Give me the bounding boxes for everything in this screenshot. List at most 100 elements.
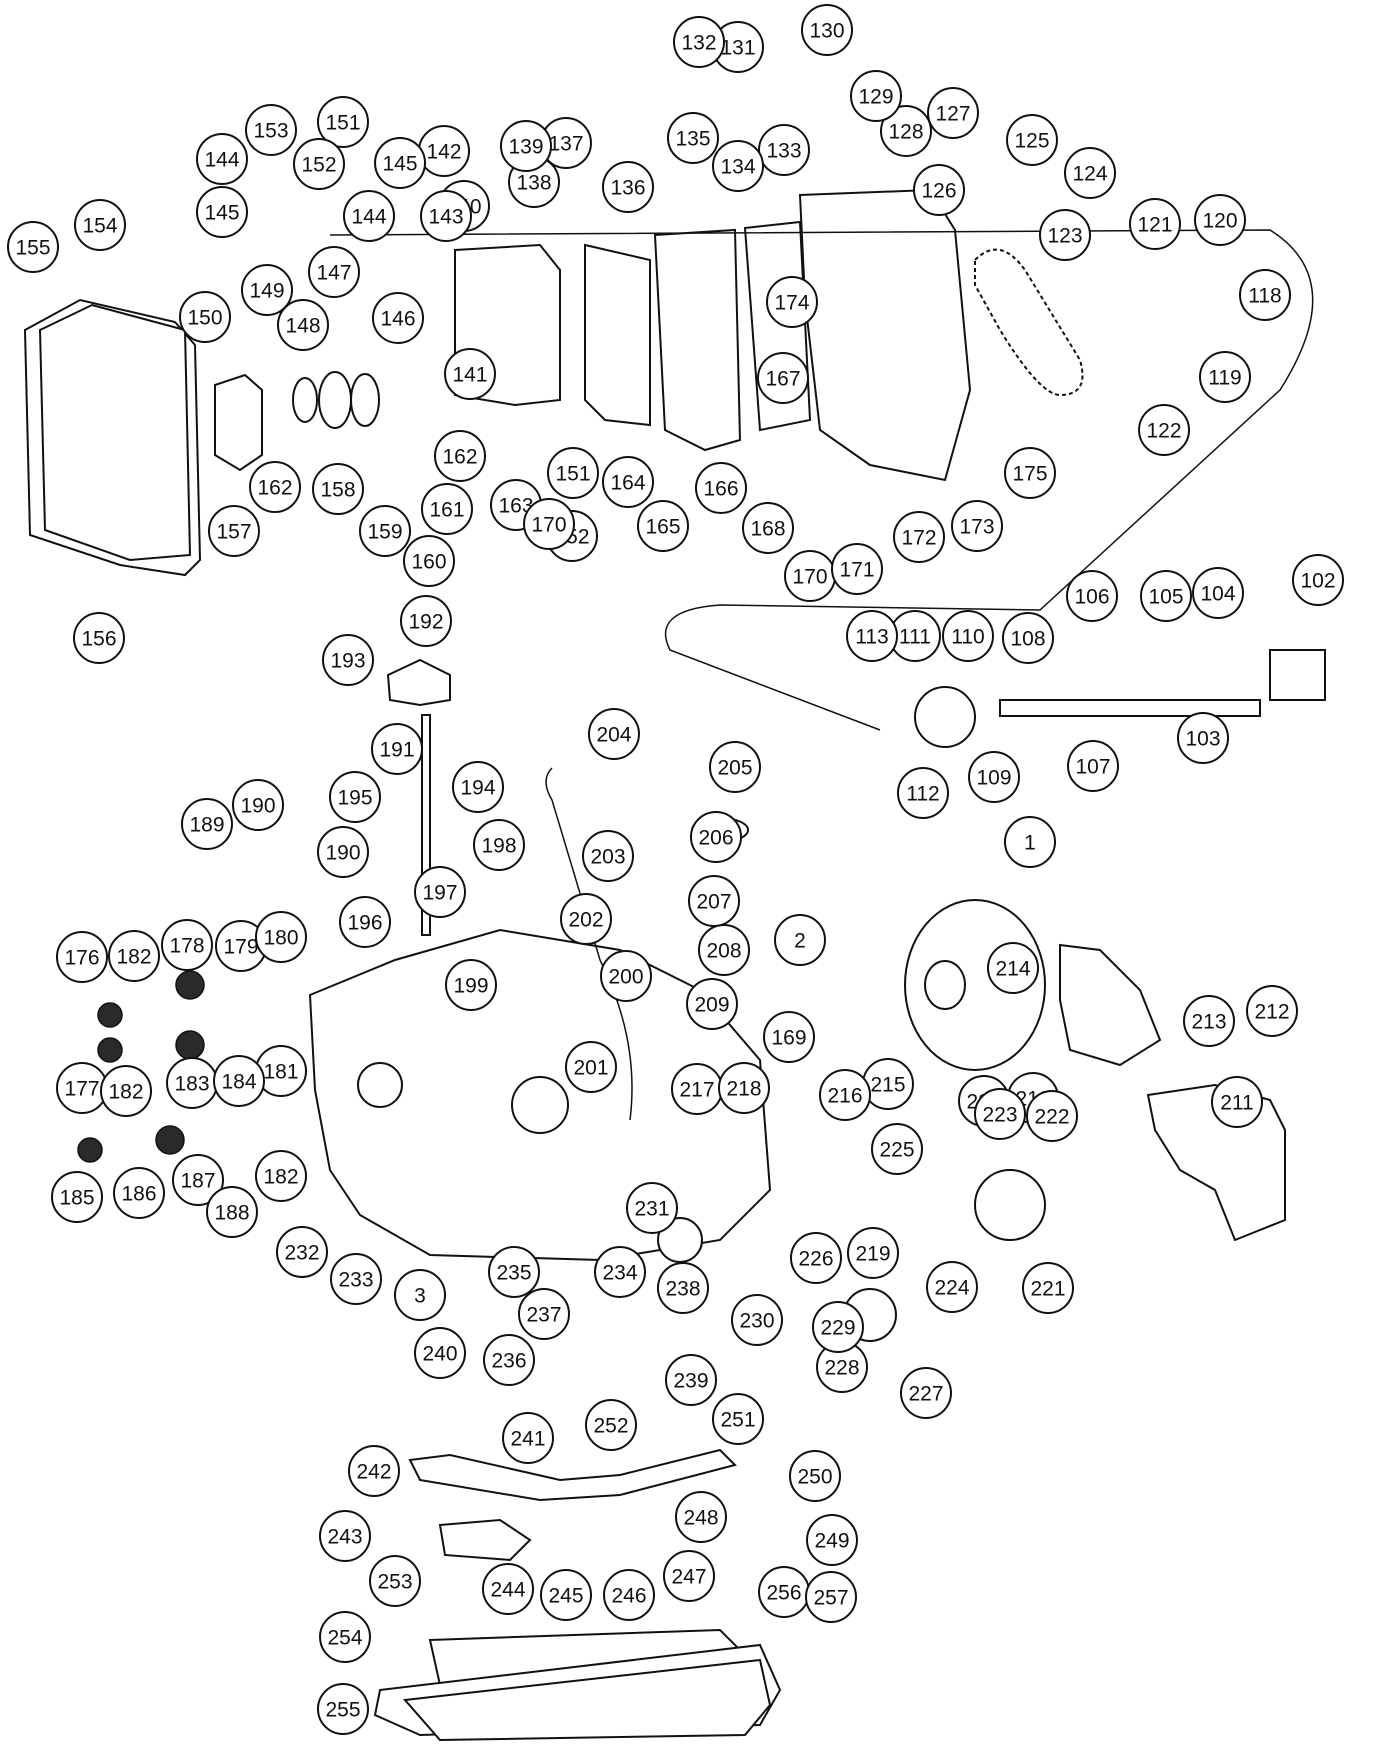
callout-196: 196 — [339, 896, 391, 948]
callout-254: 254 — [319, 1611, 371, 1663]
callout-number: 184 — [221, 1071, 256, 1094]
callout-circle — [369, 1555, 421, 1607]
callout-213: 213 — [1183, 995, 1235, 1047]
callout-number: 238 — [665, 1278, 700, 1301]
callout-circle — [846, 610, 898, 662]
callout-159: 159 — [359, 505, 411, 557]
callout-number: 1 — [1024, 832, 1036, 855]
callout-106: 106 — [1066, 570, 1118, 622]
callout-number: 166 — [703, 478, 738, 501]
callout-134: 134 — [712, 140, 764, 192]
callout-number: 214 — [995, 958, 1030, 981]
callout-201: 201 — [565, 1041, 617, 1093]
callout-number: 104 — [1200, 583, 1235, 606]
callout-230: 230 — [731, 1294, 783, 1346]
callout-number: 221 — [1030, 1278, 1065, 1301]
callout-253: 253 — [369, 1555, 421, 1607]
callout-219: 219 — [847, 1227, 899, 1279]
callout-164: 164 — [602, 456, 654, 508]
callout-number: 225 — [879, 1139, 914, 1162]
callout-number: 151 — [325, 112, 360, 135]
callout-249: 249 — [806, 1514, 858, 1566]
callout-circle — [718, 1062, 770, 1114]
callout-circle — [414, 1327, 466, 1379]
callout-number: 169 — [771, 1027, 806, 1050]
callout-162: 162 — [249, 461, 301, 513]
callout-circle — [518, 1288, 570, 1340]
callout-circle — [974, 1088, 1026, 1140]
callout-number: 197 — [422, 882, 457, 905]
callout-182: 182 — [255, 1150, 307, 1202]
callout-circle — [434, 430, 486, 482]
callout-number: 215 — [870, 1074, 905, 1097]
callout-189: 189 — [181, 798, 233, 850]
callout-167: 167 — [757, 352, 809, 404]
callout-circle — [757, 352, 809, 404]
callout-number: 111 — [899, 626, 931, 649]
callout-3: 3 — [394, 1269, 446, 1321]
callout-241: 241 — [502, 1412, 554, 1464]
callout-number: 223 — [982, 1104, 1017, 1127]
callout-number: 189 — [189, 814, 224, 837]
valve-body-136 — [653, 228, 742, 452]
callout-126: 126 — [913, 164, 965, 216]
callout-circle — [500, 120, 552, 172]
callout-number: 252 — [593, 1415, 628, 1438]
callout-circle — [56, 931, 108, 983]
callout-191: 191 — [371, 723, 423, 775]
callout-circle — [400, 595, 452, 647]
callout-number: 172 — [901, 527, 936, 550]
callout-154: 154 — [74, 199, 126, 251]
callout-circle — [276, 1226, 328, 1278]
callout-circle — [790, 1232, 842, 1284]
callout-circle — [255, 1150, 307, 1202]
callout-circle — [698, 924, 750, 976]
callout-circle — [812, 1301, 864, 1353]
callout-number: 124 — [1072, 163, 1107, 186]
callout-229: 229 — [812, 1301, 864, 1353]
callout-circle — [712, 1393, 764, 1445]
callout-circle — [1129, 198, 1181, 250]
callout-234: 234 — [594, 1246, 646, 1298]
callout-188: 188 — [206, 1186, 258, 1238]
callout-number: 171 — [839, 559, 874, 582]
callout-circle — [1177, 712, 1229, 764]
callout-number: 152 — [301, 154, 336, 177]
callout-circle — [1066, 570, 1118, 622]
callout-number: 232 — [284, 1242, 319, 1265]
callout-237: 237 — [518, 1288, 570, 1340]
callout-circle — [880, 105, 932, 157]
callout-circle — [329, 771, 381, 823]
callout-number: 148 — [285, 315, 320, 338]
callout-circle — [317, 826, 369, 878]
callout-197: 197 — [414, 866, 466, 918]
callout-185: 185 — [51, 1171, 103, 1223]
callout-147: 147 — [308, 246, 360, 298]
callout-number: 245 — [548, 1585, 583, 1608]
callout-142: 142 — [418, 125, 470, 177]
callout-number: 204 — [596, 724, 631, 747]
callout-circle — [565, 1041, 617, 1093]
callout-143: 143 — [420, 190, 472, 242]
callout-circle — [330, 1253, 382, 1305]
callout-number: 178 — [169, 935, 204, 958]
callout-circle — [206, 1186, 258, 1238]
callout-number: 141 — [452, 364, 487, 387]
seal-187 — [77, 1137, 103, 1163]
callout-113: 113 — [846, 610, 898, 662]
callout-circle — [871, 1123, 923, 1175]
callout-number: 131 — [720, 37, 755, 60]
callout-184: 184 — [213, 1055, 265, 1107]
callout-circle — [766, 276, 818, 328]
callout-number: 185 — [59, 1187, 94, 1210]
callout-number: 191 — [379, 739, 414, 762]
callout-182: 182 — [108, 930, 160, 982]
callout-109: 109 — [968, 751, 1020, 803]
callout-circle — [245, 104, 297, 156]
callout-number: 2 — [794, 930, 806, 953]
callout-number: 239 — [673, 1370, 708, 1393]
callout-circle — [73, 612, 125, 664]
callout-number: 207 — [696, 891, 731, 914]
callout-number: 247 — [671, 1566, 706, 1589]
seal-178 — [97, 1002, 123, 1028]
